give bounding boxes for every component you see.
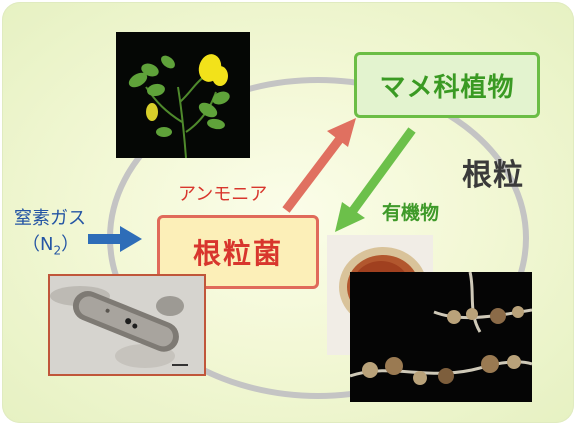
nitrogen-arrow xyxy=(88,226,142,252)
legume-box: マメ科植物 xyxy=(354,52,540,118)
organic-matter-arrow xyxy=(335,127,416,232)
rhizobium-box: 根粒菌 xyxy=(157,215,319,289)
ammonia-arrow xyxy=(282,118,356,213)
bacterium-micrograph-photo xyxy=(48,274,206,376)
nitrogen-gas-label: 窒素ガス xyxy=(14,208,86,229)
nitrogen-formula: （N2） xyxy=(22,230,79,258)
nitrogen-formula-suffix: ） xyxy=(61,234,80,255)
bacterium-micrograph-image xyxy=(50,276,204,374)
nitrogen-formula-subscript: 2 xyxy=(53,243,62,258)
root-nodules-photo xyxy=(350,272,532,402)
legume-plant-image xyxy=(116,32,250,158)
rhizobium-label: 根粒菌 xyxy=(192,237,283,270)
nitrogen-formula-prefix: （N xyxy=(22,234,54,255)
organic-matter-label: 有機物 xyxy=(382,202,440,224)
legume-label: マメ科植物 xyxy=(379,72,515,103)
root-nodules-image xyxy=(350,272,532,402)
nodule-label: 根粒 xyxy=(462,158,524,193)
legume-plant-photo xyxy=(116,32,250,158)
ammonia-label: アンモニア xyxy=(178,184,268,205)
